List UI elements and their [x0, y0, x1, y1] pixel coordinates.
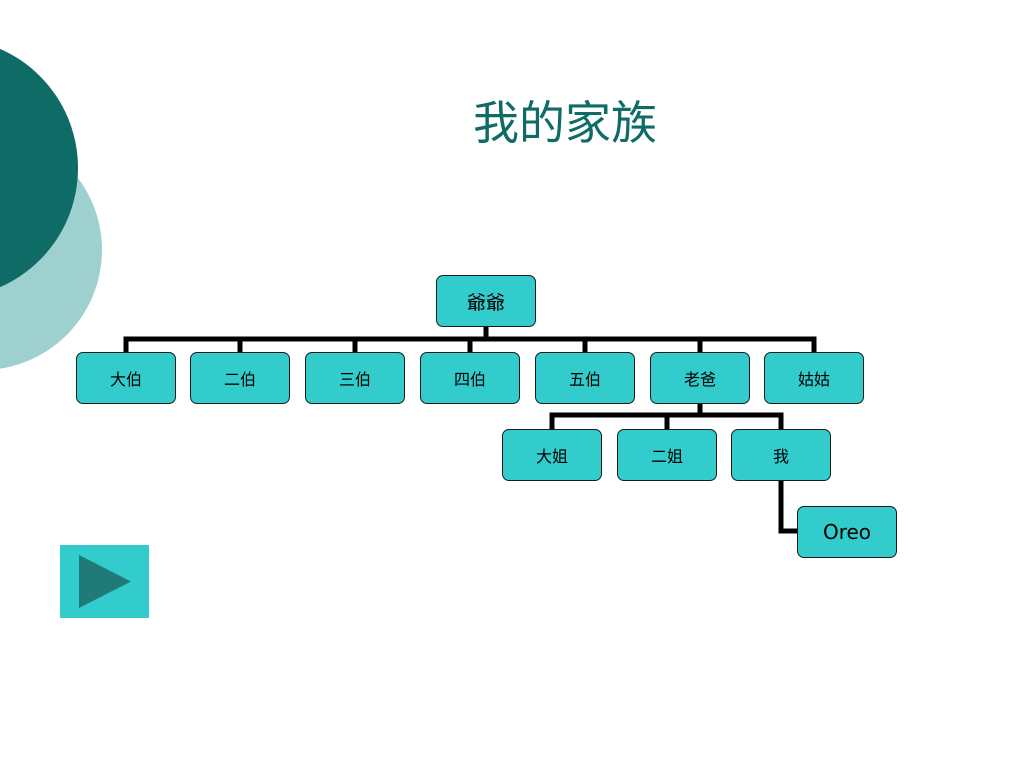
node-label: 老爸	[683, 370, 716, 389]
tree-node-erjie: 二姐	[617, 429, 717, 481]
slide-title: 我的家族	[473, 96, 657, 150]
node-label: 四伯	[453, 370, 486, 389]
node-label: 三伯	[338, 370, 371, 389]
node-label: Oreo	[822, 520, 872, 544]
play-button[interactable]	[60, 545, 149, 618]
connector-wo-oreo	[778, 481, 797, 534]
tree-node-wubo: 五伯	[535, 352, 635, 404]
tree-node-dajie: 大姐	[502, 429, 602, 481]
node-label: 大姐	[535, 447, 568, 466]
tree-node-yeye: 爺爺	[436, 275, 536, 327]
node-label: 姑姑	[797, 370, 830, 389]
play-triangle-icon	[79, 555, 131, 608]
tree-node-oreo: Oreo	[797, 506, 897, 558]
node-label: 爺爺	[466, 291, 505, 314]
node-label: 五伯	[568, 370, 601, 389]
node-label: 二伯	[223, 370, 256, 389]
tree-node-sibo: 四伯	[420, 352, 520, 404]
tree-node-erbo: 二伯	[190, 352, 290, 404]
tree-node-laoba: 老爸	[650, 352, 750, 404]
tree-node-wo: 我	[731, 429, 831, 481]
tree-node-dabo: 大伯	[76, 352, 176, 404]
node-label: 我	[772, 447, 789, 466]
node-label: 大伯	[109, 370, 142, 389]
dark-teal-circle	[0, 48, 78, 288]
node-label: 二姐	[650, 447, 683, 466]
tree-node-sanbo: 三伯	[305, 352, 405, 404]
tree-node-gugu: 姑姑	[764, 352, 864, 404]
